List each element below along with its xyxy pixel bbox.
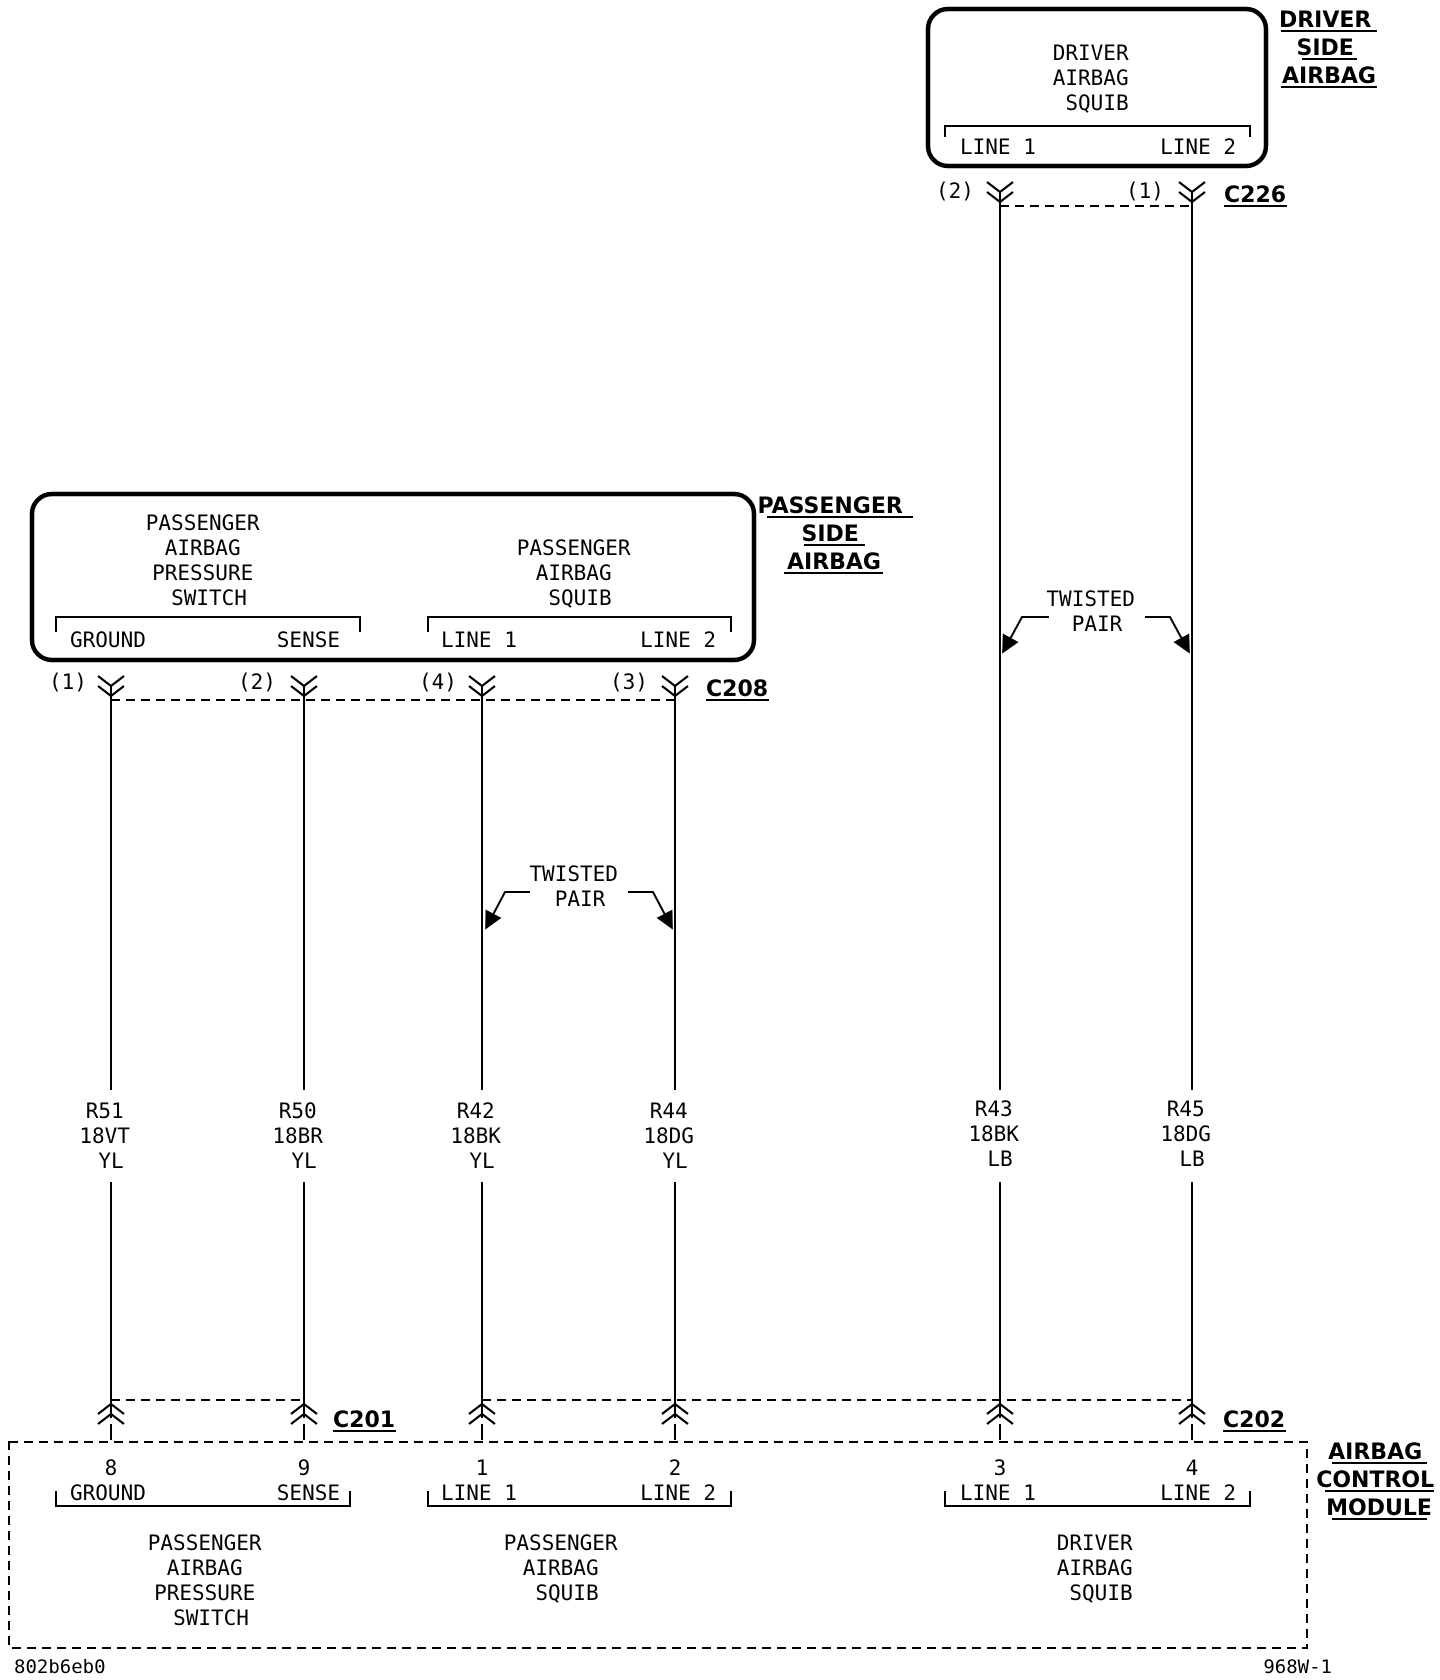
passenger-twisted-pair-arrow-left: [485, 891, 530, 930]
c208-pin-4: (4): [419, 670, 457, 694]
wire-label-r51: R51 18VT YL: [79, 1099, 142, 1173]
driver-twisted-pair-label: TWISTED PAIR: [1046, 587, 1147, 636]
passenger-switch-pin-bracket: [55, 616, 361, 632]
module-pin-3-label: LINE 1: [960, 1481, 1036, 1505]
c201-connector-terminal: [97, 1402, 125, 1440]
module-driver-squib-label: DRIVER AIRBAG SQUIB: [1057, 1531, 1146, 1605]
module-pin-9-label: SENSE: [277, 1481, 340, 1505]
module-pin-2-label: LINE 2: [640, 1481, 716, 1505]
passenger-squib-line2-label: LINE 2: [640, 628, 716, 652]
airbag-control-module-title: AIRBAG CONTROL MODULE: [1316, 1440, 1440, 1521]
passenger-airbag-squib-label: PASSENGER AIRBAG SQUIB: [517, 536, 643, 610]
module-driver-squib-pin-bracket: [944, 1491, 1251, 1507]
driver-airbag-component-box: [925, 6, 1269, 169]
module-pin-2-number: 2: [669, 1456, 682, 1480]
module-pin-8-label: GROUND: [70, 1481, 146, 1505]
footer-image-code: 802b6eb0: [14, 1656, 106, 1678]
passenger-squib-line1-label: LINE 1: [441, 628, 517, 652]
passenger-squib-pin-bracket: [427, 616, 732, 632]
c202-connector-label: C202: [1223, 1408, 1285, 1433]
passenger-switch-sense-label: SENSE: [277, 628, 340, 652]
driver-squib-line1-label: LINE 1: [960, 135, 1036, 159]
module-pin-9-number: 9: [298, 1456, 311, 1480]
passenger-switch-ground-label: GROUND: [70, 628, 146, 652]
driver-squib-pin-bracket: [944, 125, 1251, 137]
passenger-twisted-pair-arrow-right: [628, 891, 673, 930]
passenger-twisted-pair-label: TWISTED PAIR: [529, 862, 630, 911]
module-pin-4-number: 4: [1186, 1456, 1199, 1480]
airbag-control-module-box: [8, 1441, 1308, 1649]
module-pin-4-label: LINE 2: [1160, 1481, 1236, 1505]
module-passenger-pressure-switch-label: PASSENGER AIRBAG PRESSURE SWITCH: [148, 1531, 274, 1630]
driver-twisted-pair-arrow-right: [1145, 616, 1190, 654]
wire-label-r50: R50 18BR YL: [272, 1099, 335, 1173]
module-passenger-squib-pin-bracket: [427, 1491, 732, 1507]
footer-figure-number: 968W-1: [1263, 1656, 1332, 1678]
wire-label-r44: R44 18DG YL: [643, 1099, 706, 1173]
c202-connector-terminal: [661, 1402, 689, 1440]
passenger-airbag-pressure-switch-label: PASSENGER AIRBAG PRESSURE SWITCH: [146, 511, 272, 610]
module-switch-pin-bracket: [55, 1491, 351, 1507]
c201-connector-terminal: [290, 1402, 318, 1440]
wire-label-r42: R42 18BK YL: [450, 1099, 513, 1173]
c226-connector-label: C226: [1224, 183, 1286, 208]
driver-side-airbag-title: DRIVER SIDE AIRBAG: [1279, 8, 1379, 89]
c208-connector-label: C208: [706, 677, 768, 702]
module-pin-1-number: 1: [476, 1456, 489, 1480]
passenger-side-airbag-title: PASSENGER SIDE AIRBAG: [758, 494, 911, 575]
c202-connector-terminal: [1178, 1402, 1206, 1440]
module-pin-3-number: 3: [994, 1456, 1007, 1480]
c208-pin-1: (1): [49, 670, 87, 694]
c208-pin-3: (3): [610, 670, 648, 694]
c201-connector-label: C201: [333, 1408, 395, 1433]
driver-squib-line2-label: LINE 2: [1160, 135, 1236, 159]
wire-label-r43: R43 18BK LB: [968, 1097, 1031, 1171]
driver-airbag-squib-label: DRIVER AIRBAG SQUIB: [1053, 41, 1142, 115]
driver-twisted-pair-arrow-left: [1002, 616, 1049, 654]
c202-connector-terminal: [468, 1402, 496, 1440]
c202-connector-terminal: [986, 1402, 1014, 1440]
passenger-airbag-component-box: [29, 491, 757, 663]
module-passenger-squib-label: PASSENGER AIRBAG SQUIB: [504, 1531, 630, 1605]
driver-pin-line1-number: (2): [936, 179, 974, 203]
wire-label-r45: R45 18DG LB: [1160, 1097, 1223, 1171]
module-pin-1-label: LINE 1: [441, 1481, 517, 1505]
driver-pin-line2-number: (1): [1126, 179, 1164, 203]
module-pin-8-number: 8: [105, 1456, 118, 1480]
c208-pin-2: (2): [238, 670, 276, 694]
